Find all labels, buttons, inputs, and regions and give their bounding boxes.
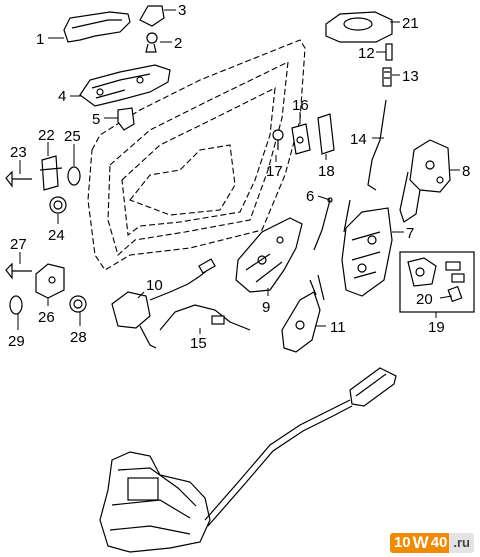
rod-clip-12: [385, 43, 393, 61]
latch-bracket: [281, 274, 325, 353]
handle-cap: [139, 5, 165, 27]
hinge-22: [39, 155, 63, 191]
callout-10: 10: [146, 277, 163, 294]
key-fob: [325, 11, 393, 43]
outer-door-handle: [63, 11, 131, 43]
callout-2: 2: [174, 35, 182, 52]
grommet-28: [69, 295, 87, 313]
watermark-part-1: 10: [389, 533, 413, 553]
callout-27: 27: [10, 236, 27, 253]
callout-labels: 1 2 3 4 5 6 7 8 9 10 11 12 13 14 15 16 1…: [8, 2, 470, 352]
callout-16: 16: [292, 97, 309, 114]
plug-25: [67, 166, 81, 186]
door-frame: [87, 39, 306, 271]
callout-22: 22: [38, 127, 55, 144]
cable-15: [159, 304, 251, 331]
bolt-27: [5, 262, 32, 280]
callout-29: 29: [8, 333, 25, 350]
bolt-17: [272, 129, 284, 150]
lock-bracket: [235, 217, 303, 293]
screw-2: [145, 32, 158, 53]
clip-5: [117, 107, 135, 131]
callout-20: 20: [416, 291, 433, 308]
callout-7: 7: [406, 225, 414, 242]
door-latch: [341, 199, 393, 297]
watermark-part-3: 40: [428, 533, 450, 553]
callout-5: 5: [92, 111, 100, 128]
rod-6: [313, 197, 333, 251]
inner-handle-assembly: [111, 258, 216, 349]
kit-inset-19: [399, 251, 475, 313]
lock-actuator: [399, 139, 451, 223]
callout-23: 23: [10, 144, 27, 161]
callout-8: 8: [462, 163, 470, 180]
callout-25: 25: [64, 128, 81, 145]
callout-15: 15: [190, 335, 207, 352]
lock-rod: [367, 99, 387, 191]
callout-18: 18: [318, 163, 335, 180]
callout-4: 4: [58, 88, 66, 105]
plug-29: [9, 295, 23, 315]
callout-24: 24: [48, 227, 65, 244]
watermark-part-4: .ru: [449, 533, 474, 553]
handle-carrier: [79, 64, 171, 107]
rod-clip-13: [382, 67, 392, 87]
callout-28: 28: [70, 329, 87, 346]
callout-13: 13: [402, 68, 419, 85]
callout-12: 12: [358, 45, 375, 62]
watermark-logo: 10 W 40 .ru: [389, 533, 474, 553]
bolt-23: [5, 170, 32, 188]
callout-6: 6: [306, 188, 314, 205]
callout-3: 3: [178, 2, 186, 19]
grommet-24: [49, 196, 67, 214]
lower-latch-assembly: [99, 367, 397, 553]
bracket-18: [317, 113, 335, 155]
callout-1: 1: [36, 31, 44, 48]
leader-lines: [17, 9, 460, 334]
callout-11: 11: [330, 319, 346, 336]
callout-9: 9: [262, 299, 270, 316]
callout-26: 26: [38, 309, 55, 326]
watermark-part-2: W: [412, 533, 429, 553]
callout-21: 21: [402, 15, 419, 32]
callout-14: 14: [350, 131, 367, 148]
callout-19: 19: [428, 319, 445, 336]
hinge-26: [35, 263, 65, 299]
striker-16: [291, 123, 311, 155]
callout-17: 17: [266, 163, 283, 180]
